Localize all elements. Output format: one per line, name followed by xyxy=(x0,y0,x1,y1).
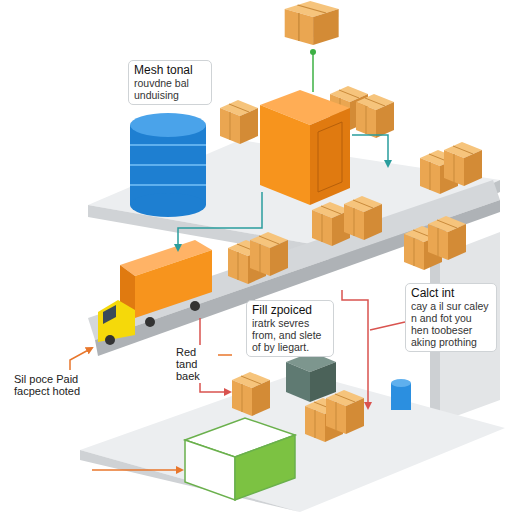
leader-line xyxy=(352,135,388,166)
truck-wheel xyxy=(190,301,200,311)
callout-box: Fill zpoicediratrk sevres from, and slet… xyxy=(246,300,334,357)
container-side xyxy=(260,105,310,205)
tank-stripe xyxy=(130,184,206,186)
leader-line xyxy=(312,50,314,92)
pallet-box xyxy=(185,440,235,500)
cardboard-box xyxy=(326,390,364,434)
tank-stripe xyxy=(130,164,206,166)
container-side xyxy=(310,108,350,205)
small-barrel xyxy=(391,383,411,410)
leader-line xyxy=(178,192,262,250)
cardboard-box xyxy=(250,232,288,276)
callout-box: Calct intcay a il sur caley n and fot yo… xyxy=(405,283,497,352)
callout-heading: Mesh tonal xyxy=(134,64,206,77)
callout-heading: Fill zpoiced xyxy=(252,304,328,317)
small-barrel-top xyxy=(391,379,411,387)
road-edge xyxy=(95,200,500,356)
callout-box: Mesh tonalrouvdne bal unduising xyxy=(128,60,212,105)
leader-line xyxy=(92,469,182,471)
callout-label: Red tand baek xyxy=(174,345,218,383)
tank-top xyxy=(130,113,206,137)
truck-wheel xyxy=(145,317,155,327)
callout-text: cay a il sur caley n and fot you hen too… xyxy=(411,300,491,348)
truck-window xyxy=(103,305,116,324)
leader-line xyxy=(70,348,92,370)
truck-wheel xyxy=(105,335,115,345)
cardboard-box xyxy=(444,142,482,186)
callout-text: iratrk sevres from, and slete of by lieg… xyxy=(252,317,328,353)
cardboard-box xyxy=(232,372,270,416)
callout-text: rouvdne bal unduising xyxy=(134,77,206,101)
pallet-box xyxy=(235,435,295,500)
tank-bottom xyxy=(130,193,206,217)
leader-line xyxy=(370,322,405,330)
machine-box xyxy=(286,362,310,402)
cardboard-box xyxy=(356,94,394,138)
leader-dot xyxy=(310,49,316,55)
truck-cab xyxy=(98,300,135,342)
cardboard-box xyxy=(220,100,258,144)
leader-line xyxy=(342,290,368,408)
tank-stripe xyxy=(130,144,206,146)
callout-heading: Calct int xyxy=(411,287,491,300)
callout-label: Sil poce Paid facpect hoted xyxy=(12,372,88,398)
cardboard-box xyxy=(344,196,382,240)
cardboard-box xyxy=(285,1,339,45)
cardboard-box xyxy=(428,216,466,260)
container-door xyxy=(318,122,342,192)
truck-trailer xyxy=(135,250,212,318)
